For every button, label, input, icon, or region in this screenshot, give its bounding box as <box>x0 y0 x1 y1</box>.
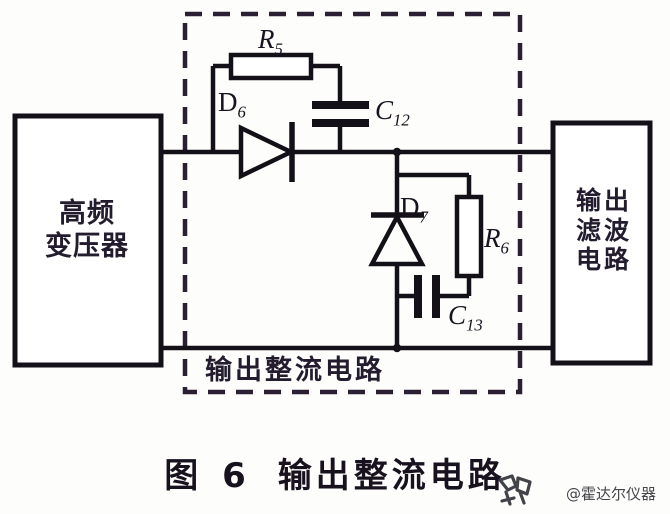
diode-d7 <box>368 212 426 267</box>
capacitor-c13 <box>414 275 440 318</box>
output-filter-block <box>550 120 653 366</box>
junction-node-top-center <box>392 147 402 157</box>
capacitor-c12 <box>312 101 369 127</box>
transformer-block <box>12 113 164 368</box>
diode-d6 <box>238 122 297 182</box>
junction-node-bottom-center <box>392 343 402 353</box>
resistor-r5 <box>228 52 314 81</box>
rectifier-boundary-dashed-box <box>182 11 523 395</box>
resistor-r6 <box>454 194 484 279</box>
